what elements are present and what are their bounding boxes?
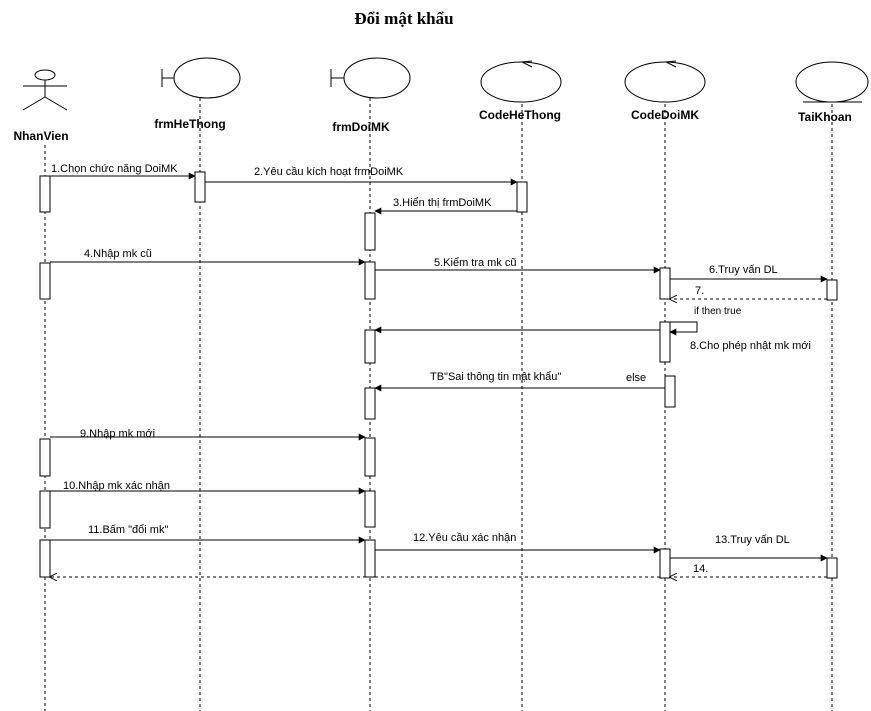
lifeline-label-nhanvien: NhanVien [13,129,68,143]
activation-bar [194,171,206,203]
message-labels: 1.Chọn chức năng DoiMK 2.Yêu cầu kích ho… [51,163,811,575]
lifeline-label-codedoimk: CodeDoiMK [631,108,699,122]
activation-bar [516,181,528,213]
self-message-arrow [669,321,698,336]
lifeline-label-frmhethong: frmHeThong [154,117,225,131]
activation-bar [659,321,671,363]
activation-bar [364,261,376,300]
lifeline-lines [44,98,833,711]
activation-bar [826,557,838,579]
boundary-icon [161,57,241,99]
activation-bar [364,490,376,528]
lifeline-label-codehethong: CodeHeThong [479,108,561,122]
message-label: 2.Yêu cầu kích hoạt frmDoiMK [254,166,404,178]
diagram-title: Đổi mật khẩu [354,9,453,28]
activation-bar [659,548,671,579]
activation-bar [364,437,376,477]
activation-bars [39,171,838,579]
activation-bar [39,490,51,529]
message-label: 9.Nhập mk mới [80,428,155,440]
activation-bar [364,212,376,251]
activation-bar [364,387,376,420]
message-label: 4.Nhập mk cũ [84,248,152,260]
activation-bar [659,267,671,300]
activation-bar [664,375,676,408]
control-icon [624,60,706,103]
boundary-icon [330,57,411,99]
activation-bar [39,438,51,477]
activation-bar [826,279,838,301]
message-label: TB"Sai thông tin mật khẩu" [430,371,561,383]
message-label: 13.Truy vấn DL [715,534,790,546]
messages [50,172,828,577]
message-label: 11.Bấm "đổi mk" [88,524,168,536]
guard-label: else [626,372,646,384]
message-label: 3.Hiển thị frmDoiMK [393,197,492,209]
lifeline-label-frmdoimk: frmDoiMK [332,120,390,134]
actor-icon [22,69,68,111]
message-label: 7. [695,285,704,297]
message-label: 10.Nhập mk xác nhận [63,480,170,492]
activation-bar [39,539,51,578]
message-label: 12.Yêu cầu xác nhận [413,532,516,544]
message-label: 5.Kiểm tra mk cũ [434,257,517,269]
activation-bar [364,329,376,364]
message-label: 1.Chọn chức năng DoiMK [51,163,178,175]
entity-icon [795,61,869,103]
message-label: 8.Cho phép nhật mk mới [690,340,811,352]
message-label: 14. [693,563,708,575]
activation-bar [364,539,376,578]
guard-label: if then true [694,306,742,317]
message-label: 6.Truy vấn DL [709,264,778,276]
lifeline-label-taikhoan: TaiKhoan [798,110,852,124]
activation-bar [39,175,51,213]
activation-bar [39,262,51,300]
control-icon [480,60,562,103]
